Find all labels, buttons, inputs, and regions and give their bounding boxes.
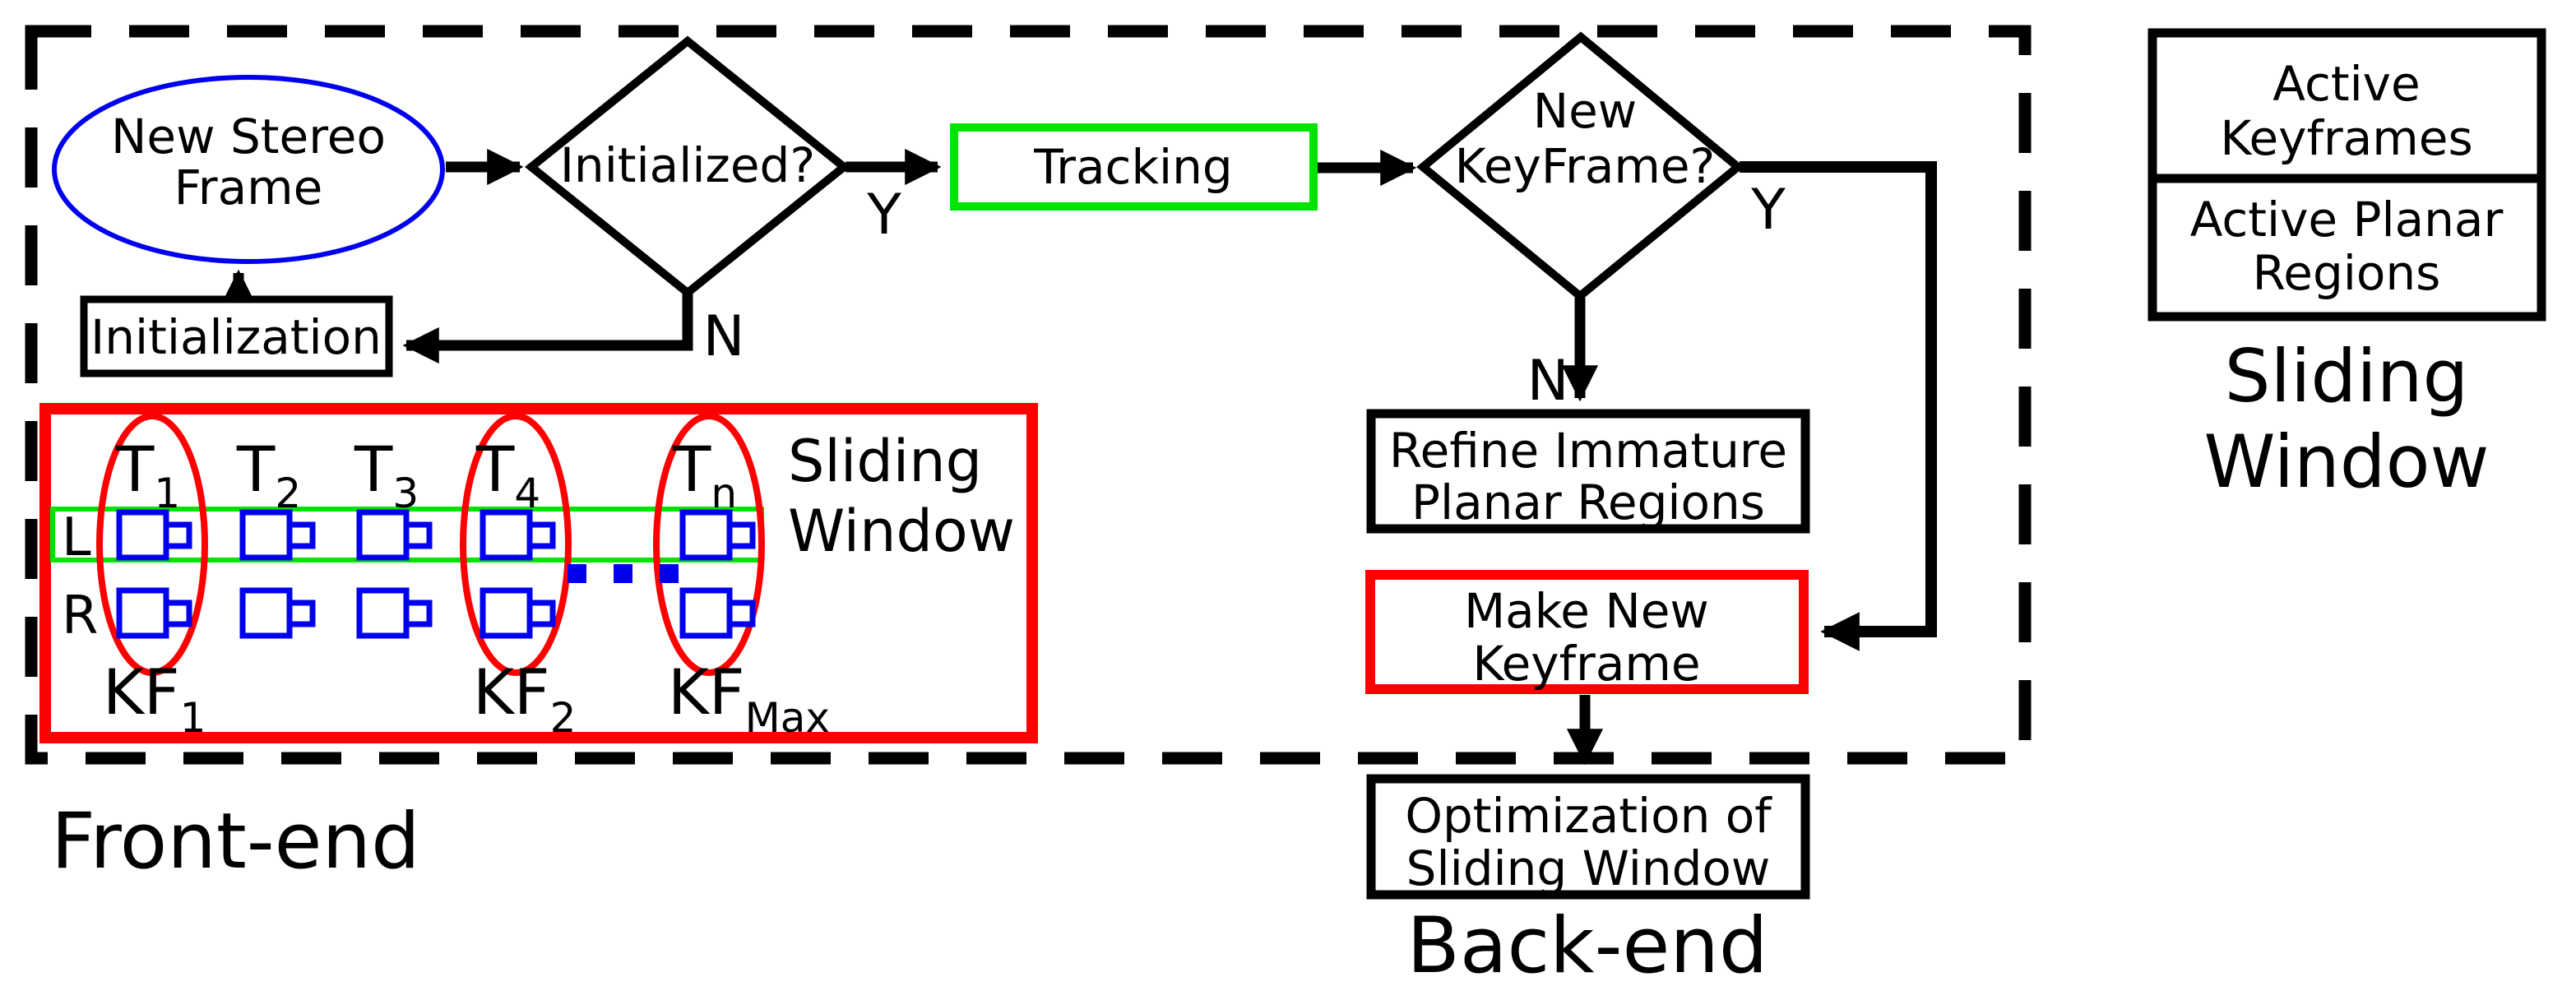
- camera-icon: [480, 509, 556, 561]
- camera-icon: [480, 587, 556, 639]
- frame-label-t3: T3: [354, 433, 419, 517]
- new-keyframe-label-line1: New: [1533, 83, 1638, 139]
- make-new-keyframe-box: [1365, 570, 1809, 694]
- initialization-box: [80, 295, 393, 377]
- keyframe-label-kf2: KF2: [473, 655, 576, 742]
- sliding-window-legend: Active Keyframes Active Planar Regions S…: [2147, 28, 2546, 504]
- initialization-label: Initialization: [90, 309, 382, 365]
- legend-active-planar-line1: Active Planar: [2190, 192, 2504, 248]
- camera-icon: [239, 509, 316, 561]
- arrow-initialized-no-to-initialization: [402, 291, 693, 364]
- sliding-window-panel: Sliding Window T1 T2 T3 T4 Tn L R: [39, 403, 1038, 743]
- front-end-caption: Front-end: [51, 797, 420, 887]
- frame-label-t4: T4: [475, 433, 540, 517]
- frame-label-t2: T2: [236, 433, 301, 517]
- legend-caption-line2: Window: [2204, 419, 2490, 504]
- refine-planar-label-line2: Planar Regions: [1411, 475, 1765, 530]
- keyframe-label-kfmax: KFMax: [668, 655, 830, 742]
- camera-icon: [116, 587, 192, 639]
- camera-icon: [679, 587, 756, 639]
- node-new-keyframe-decision: New KeyFrame? Y N: [1416, 31, 1786, 414]
- new-keyframe-no-label: N: [1527, 349, 1569, 414]
- tracking-box: [950, 123, 1318, 211]
- node-optimization: Optimization of Sliding Window: [1366, 774, 1810, 900]
- initialized-no-label: N: [703, 304, 745, 369]
- make-new-keyframe-label-line2: Keyframe: [1472, 636, 1700, 692]
- frame-label-tn: Tn: [672, 433, 737, 517]
- optimization-box: [1366, 774, 1810, 900]
- right-row-label: R: [62, 586, 98, 646]
- keyframe-ellipse-3: [653, 413, 765, 676]
- camera-icon: [356, 509, 433, 561]
- initialized-diamond: [525, 35, 850, 299]
- legend-active-planar-line2: Regions: [2253, 245, 2441, 301]
- optimization-label-line2: Sliding Window: [1406, 840, 1771, 896]
- ellipsis-dots-icon: [568, 564, 679, 583]
- optimization-label-line1: Optimization of: [1405, 788, 1772, 844]
- initialized-label: Initialized?: [560, 137, 815, 193]
- new-stereo-frame-label-line1: New Stereo: [111, 109, 386, 164]
- refine-planar-box: [1366, 409, 1810, 534]
- new-keyframe-diamond: [1416, 31, 1744, 302]
- tracking-label: Tracking: [1033, 139, 1232, 195]
- new-stereo-frame-ellipse: [52, 75, 445, 264]
- camera-icon: [356, 587, 433, 639]
- arrow-keyframe-yes-to-make-new: [1740, 161, 1937, 651]
- sliding-window-red-box: [39, 403, 1038, 743]
- new-keyframe-yes-label: Y: [1750, 178, 1786, 243]
- keyframe-ellipse-1: [96, 413, 208, 676]
- frame-label-t1: T1: [115, 433, 180, 517]
- node-tracking: Tracking: [950, 123, 1318, 211]
- left-row-label: L: [62, 507, 91, 568]
- initialized-yes-label: Y: [866, 183, 901, 248]
- node-new-stereo-frame: New Stereo Frame: [52, 75, 445, 264]
- front-end-boundary: [25, 25, 2032, 765]
- node-initialized-decision: Initialized? Y N: [525, 35, 901, 369]
- keyframe-label-kf1: KF1: [103, 655, 206, 742]
- camera-row-left: [116, 509, 756, 561]
- legend-active-keyframes-line2: Keyframes: [2220, 110, 2472, 166]
- node-refine-planar: Refine Immature Planar Regions: [1366, 409, 1810, 534]
- new-stereo-frame-label-line2: Frame: [174, 160, 323, 215]
- panel-title-line1: Sliding: [788, 428, 982, 495]
- legend-active-keyframes-line1: Active: [2273, 56, 2420, 112]
- node-make-new-keyframe: Make New Keyframe: [1365, 570, 1809, 694]
- back-end-caption: Back-end: [1406, 901, 1768, 991]
- make-new-keyframe-label-line1: Make New: [1464, 583, 1709, 639]
- camera-row-right: [116, 587, 756, 639]
- panel-title-line2: Window: [788, 498, 1015, 565]
- camera-icon: [679, 509, 756, 561]
- refine-planar-label-line1: Refine Immature: [1389, 423, 1787, 479]
- camera-icon: [239, 587, 316, 639]
- new-keyframe-label-line2: KeyFrame?: [1455, 138, 1716, 194]
- camera-icon: [116, 509, 192, 561]
- legend-caption-line1: Sliding: [2225, 334, 2469, 419]
- node-initialization: Initialization: [80, 295, 393, 377]
- keyframe-ellipse-2: [460, 413, 572, 676]
